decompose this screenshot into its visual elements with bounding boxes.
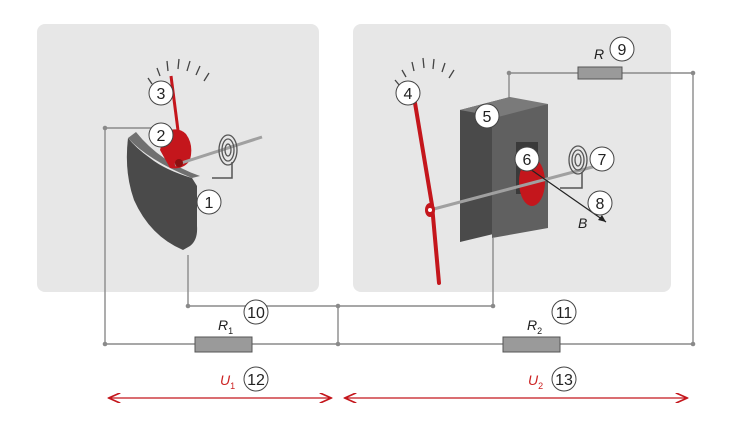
svg-text:1: 1 — [205, 195, 214, 212]
marker-3: 3 — [148, 80, 174, 106]
svg-text:4: 4 — [404, 86, 413, 103]
marker-10: 10 — [243, 299, 269, 325]
marker-4: 4 — [395, 80, 421, 106]
label-b: B — [578, 215, 587, 231]
marker-2: 2 — [148, 122, 174, 148]
marker-9: 9 — [609, 36, 635, 62]
circuit-wires — [104, 72, 694, 345]
label-r1: R1 — [218, 317, 233, 336]
svg-text:10: 10 — [247, 305, 265, 322]
svg-text:12: 12 — [247, 372, 265, 389]
svg-text:3: 3 — [157, 86, 166, 103]
svg-text:5: 5 — [483, 109, 492, 126]
marker-7: 7 — [589, 146, 615, 172]
svg-text:6: 6 — [523, 152, 532, 169]
marker-11: 11 — [551, 299, 577, 325]
marker-6: 6 — [514, 146, 540, 172]
svg-text:13: 13 — [555, 372, 573, 389]
label-r2: R2 — [527, 317, 542, 336]
right-axle — [429, 163, 601, 212]
fixed-electrode — [126, 138, 198, 250]
label-u2: U2 — [528, 372, 543, 391]
marker-1: 1 — [196, 189, 222, 215]
marker-5: 5 — [474, 103, 500, 129]
resistor-r2 — [502, 336, 561, 353]
label-u1: U1 — [220, 372, 235, 391]
left-scale — [147, 58, 210, 85]
svg-text:7: 7 — [598, 152, 607, 169]
label-r: R — [594, 46, 604, 62]
right-spring — [568, 145, 588, 175]
svg-text:11: 11 — [556, 305, 573, 322]
svg-text:2: 2 — [157, 128, 166, 145]
wire-junctions — [102, 70, 696, 347]
svg-text:8: 8 — [596, 196, 605, 213]
resistor-r — [577, 66, 623, 80]
marker-12: 12 — [243, 366, 269, 392]
marker-8: 8 — [587, 190, 613, 216]
left-spring — [218, 134, 238, 166]
resistor-r1 — [194, 336, 253, 353]
marker-13: 13 — [551, 366, 577, 392]
svg-text:9: 9 — [618, 42, 627, 59]
